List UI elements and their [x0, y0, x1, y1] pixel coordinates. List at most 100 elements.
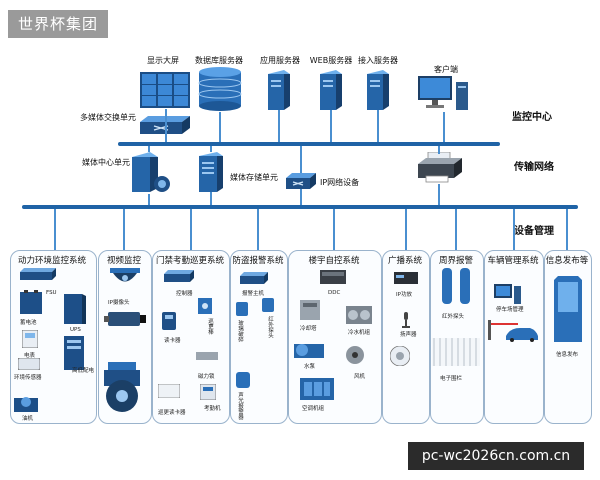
- pump-label: 水泵: [304, 364, 316, 370]
- glass-break-label: 玻璃破碎: [237, 320, 243, 342]
- connector: [278, 110, 280, 143]
- electronic-fence-label: 电子围栏: [440, 376, 463, 382]
- fsu-label: FSU: [46, 290, 57, 296]
- meter-label: 电表: [24, 353, 36, 359]
- ip-camera-label: IP摄像头: [108, 300, 130, 306]
- access-server-label: 接入服务器: [358, 56, 398, 65]
- ip-network-label: IP网络设备: [320, 178, 360, 187]
- siren-label: 声光报警器: [237, 392, 243, 420]
- database-server-icon: [197, 66, 243, 112]
- chiller-label: 冷水机组: [348, 330, 371, 336]
- system-title: 动力环境监控系统: [17, 256, 87, 266]
- connector: [300, 146, 302, 173]
- client-label: 客户端: [434, 65, 458, 74]
- magnetic-lock-label: 磁力锁: [198, 374, 215, 380]
- ddc-icon: [320, 270, 346, 284]
- car-icon: [488, 320, 538, 342]
- patrol-reader-icon: [158, 384, 180, 398]
- parking-pc-icon: [494, 284, 522, 304]
- system-title: 广播系统: [387, 256, 423, 266]
- meter-icon: [22, 330, 38, 348]
- speaker-label: 扬声器: [400, 332, 417, 338]
- web-server-icon: [320, 70, 342, 110]
- display-wall-icon: [140, 72, 190, 108]
- ir-detector-icon: [262, 298, 274, 312]
- ahu-label: 空调机组: [302, 406, 325, 412]
- speaker-icon: [390, 346, 410, 366]
- media-center-icon: [132, 152, 174, 194]
- ip-amplifier-label: IP功放: [396, 292, 412, 298]
- kiosk-icon: [554, 276, 582, 342]
- alarm-host-label: 报警主机: [242, 291, 265, 297]
- info-release-label: 信息发布: [556, 352, 579, 358]
- connector: [165, 109, 167, 143]
- bullet-camera-icon: [104, 310, 146, 328]
- ip-amplifier-icon: [394, 272, 418, 284]
- app-server-label: 应用服务器: [260, 56, 300, 65]
- connector: [54, 209, 56, 251]
- card-reader-label: 读卡器: [164, 338, 181, 344]
- env-sensor-icon: [18, 358, 40, 370]
- display-wall-label: 显示大屏: [147, 56, 179, 65]
- battery-label: 蓄电池: [20, 320, 37, 326]
- system-column-perimeter: [430, 250, 484, 424]
- client-pc-icon: [418, 76, 470, 112]
- alarm-host-icon: [240, 272, 268, 284]
- connector: [330, 110, 332, 143]
- watermark-url: pc-wc2026cn.com.cn: [408, 442, 584, 470]
- connector: [513, 209, 515, 251]
- ptz-camera-icon: [104, 362, 140, 414]
- transport-network-label: 传输网络: [514, 162, 554, 173]
- connector: [210, 146, 212, 152]
- db-server-label: 数据库服务器: [195, 56, 243, 65]
- fan-label: 风机: [354, 374, 366, 380]
- card-reader-icon: [162, 312, 176, 330]
- transport-bus-line: [22, 205, 578, 209]
- controller-icon: [164, 270, 194, 282]
- perimeter-ir-icon: [440, 268, 472, 304]
- connector: [377, 110, 379, 143]
- system-title: 门禁考勤巡更系统: [155, 256, 225, 266]
- connector: [210, 192, 212, 206]
- connector: [405, 209, 407, 251]
- distribution-label: 高低配电: [72, 368, 95, 374]
- watermark-logo: 世界杯集团: [8, 10, 108, 38]
- connector: [123, 209, 125, 251]
- fan-icon: [346, 346, 364, 364]
- attendance-label: 考勤机: [204, 406, 221, 412]
- media-storage-icon: [199, 152, 223, 192]
- media-switch-label: 多媒体交换单元: [80, 113, 136, 122]
- fsu-device-icon: [20, 268, 56, 280]
- monitor-bus-line: [118, 142, 500, 146]
- access-server-icon: [367, 70, 389, 110]
- monitor-center-label: 监控中心: [512, 112, 552, 123]
- system-title: 车辆管理系统: [487, 256, 539, 266]
- connector: [443, 112, 445, 143]
- ups-icon: [64, 294, 86, 324]
- connector: [257, 209, 259, 251]
- ahu-icon: [300, 378, 334, 400]
- microphone-icon: [402, 312, 410, 328]
- pump-icon: [294, 340, 324, 358]
- printer-icon: [418, 152, 462, 184]
- system-title: 周界报警: [438, 256, 474, 266]
- distribution-cabinet-icon: [64, 336, 84, 370]
- magnetic-lock-icon: [196, 352, 218, 360]
- ddc-label: DDC: [328, 290, 341, 296]
- ups-label: UPS: [70, 327, 81, 333]
- media-center-label: 媒体中心单元: [82, 158, 130, 167]
- controller-label: 控制器: [176, 291, 193, 297]
- system-title: 视频监控: [106, 256, 142, 266]
- patrol-stick-icon: [198, 298, 212, 314]
- ip-network-device-icon: [286, 173, 316, 189]
- web-server-label: WEB服务器: [309, 56, 353, 65]
- cooling-tower-label: 冷却塔: [300, 326, 317, 332]
- patrol-stick-label: 巡更棒: [207, 318, 213, 335]
- system-title: 信息发布等: [545, 256, 589, 266]
- generator-label: 油机: [22, 416, 34, 422]
- connector: [438, 146, 440, 154]
- dome-camera-icon: [110, 268, 140, 288]
- chiller-icon: [346, 306, 372, 324]
- connector: [455, 209, 457, 251]
- electronic-fence-icon: [432, 338, 480, 366]
